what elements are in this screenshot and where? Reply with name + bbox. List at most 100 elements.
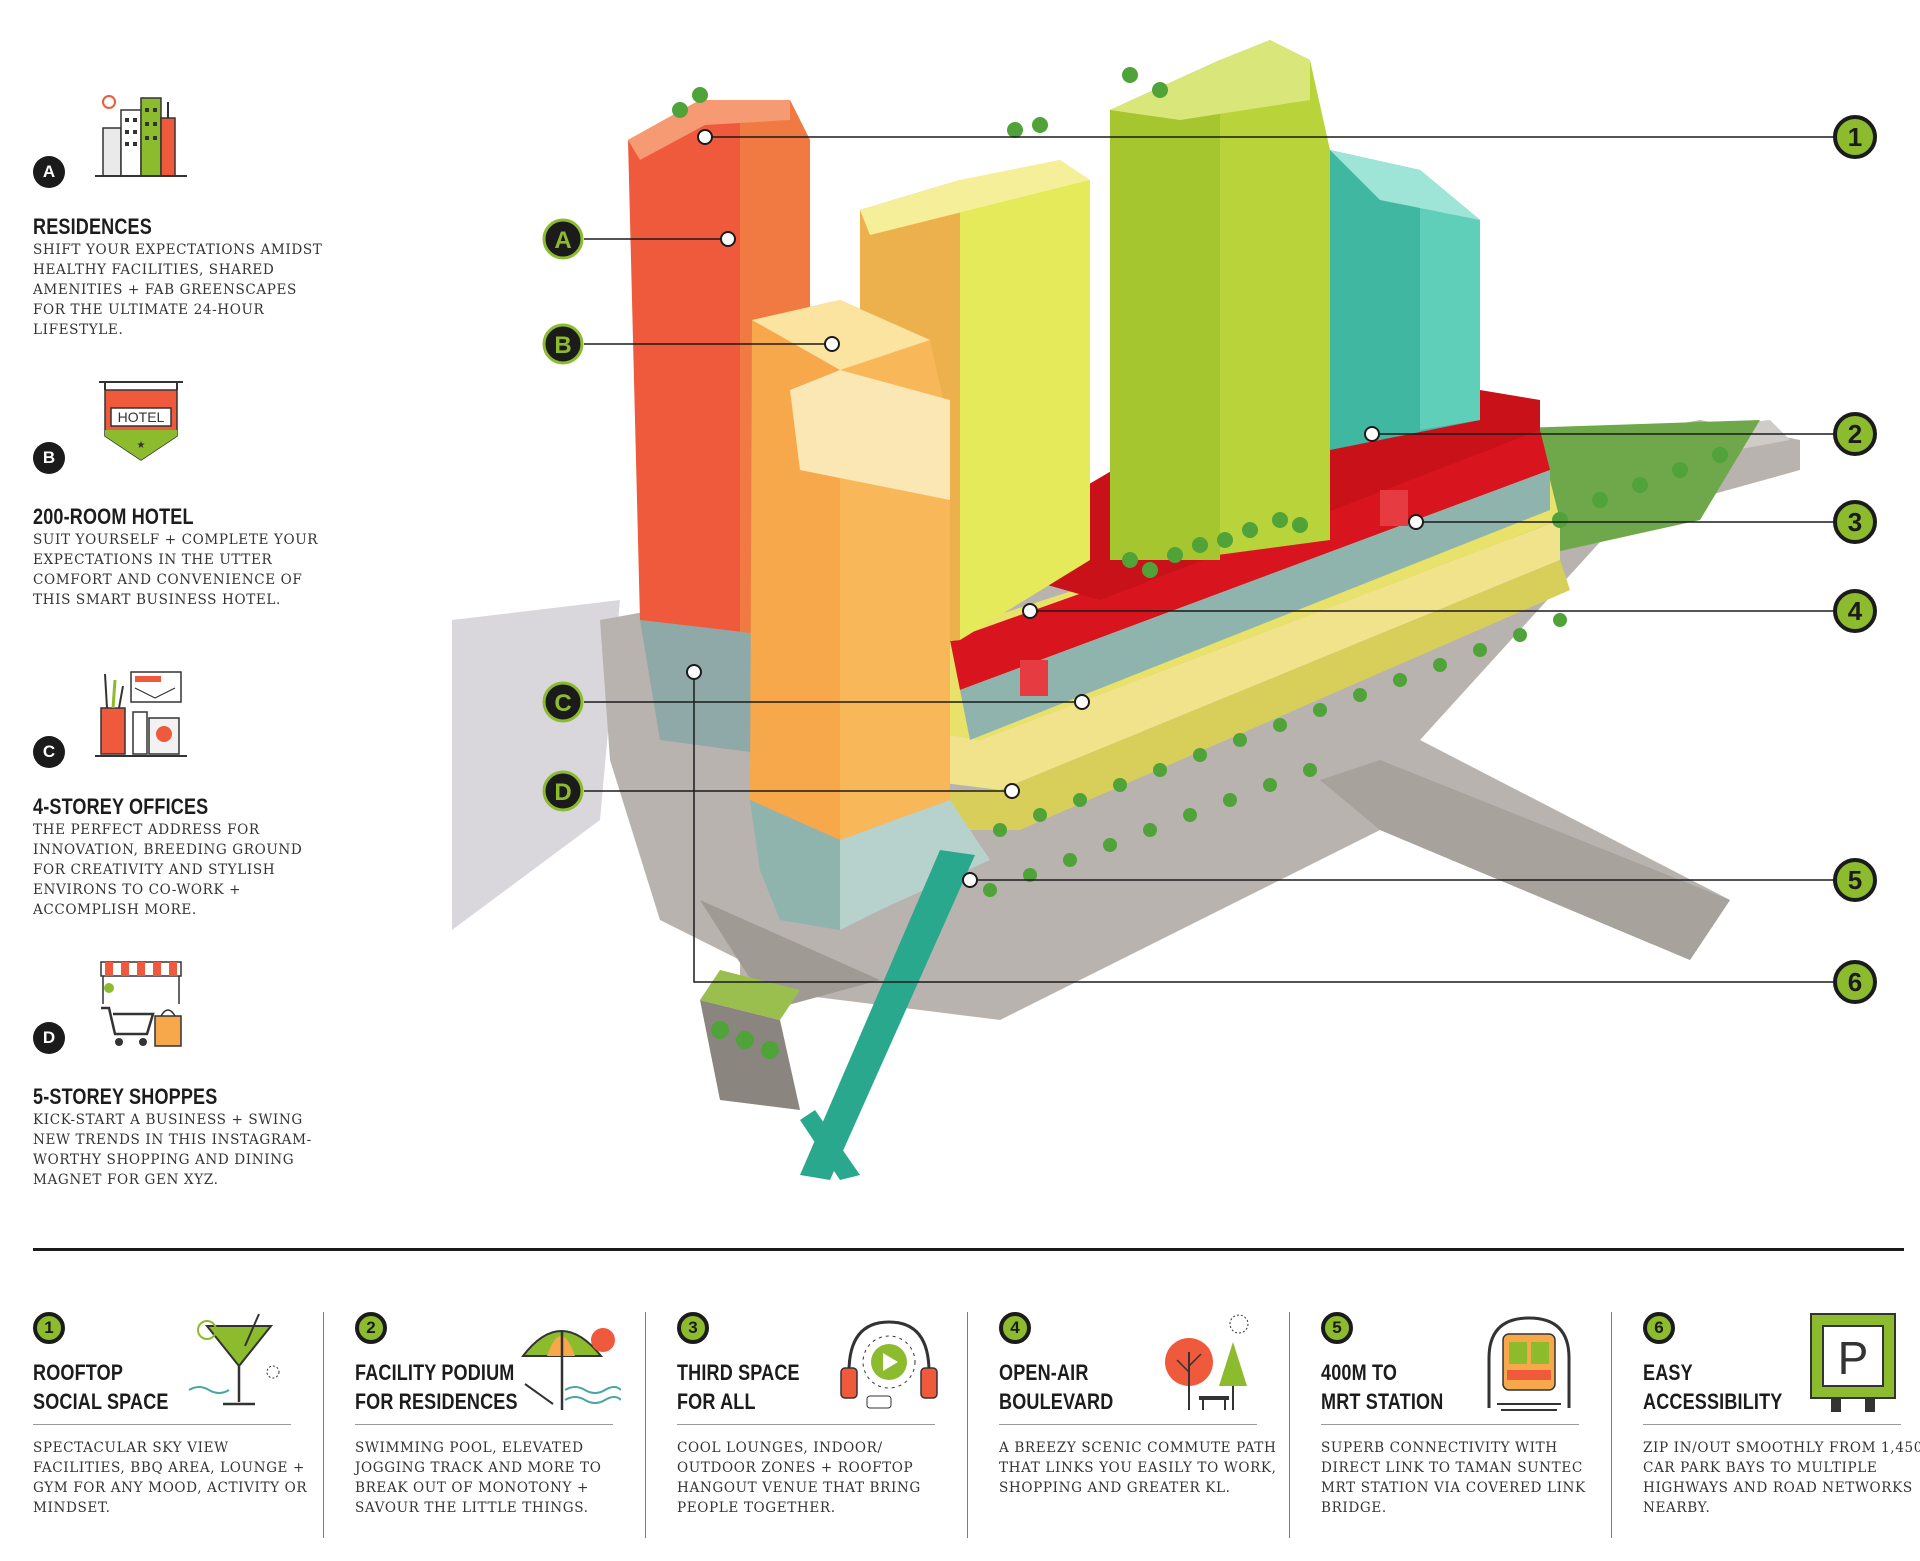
- legend-desc-residences: Shift your expectations amidst healthy f…: [33, 242, 323, 338]
- svg-text:C: C: [554, 690, 571, 717]
- train-icon: [1487, 1316, 1571, 1411]
- hotel-sign-text: HOTEL: [118, 409, 165, 425]
- feature-desc-third-space: Cool lounges, indoor/ outdoor zones + ro…: [677, 1440, 921, 1516]
- legend-desc-hotel: Suit yourself + complete your expectatio…: [33, 532, 319, 608]
- callout-d: D: [542, 770, 584, 812]
- feature-title-facility-podium: Facility Podium for Residences: [355, 1358, 518, 1416]
- feature-desc-mrt-station: Superb connectivity with direct link to …: [1321, 1440, 1586, 1516]
- callout-3: 3: [1833, 500, 1877, 544]
- callout-c: C: [542, 681, 584, 723]
- feature-rooftop: 1 Rooftop Social Space Spectacular sky v…: [33, 1312, 311, 1538]
- feature-accessibility: 6 Easy Accessibility P Zip in/out smooth…: [1643, 1312, 1920, 1538]
- feature-title-line1: Open-Air: [999, 1360, 1089, 1385]
- feature-rule: [1643, 1424, 1901, 1425]
- tower-hotel: [750, 300, 990, 930]
- feature-title-accessibility: Easy Accessibility: [1643, 1358, 1782, 1416]
- feature-title-line1: Third Space: [677, 1360, 800, 1385]
- site-axonometric-diagram: A B C D 1 2 3 4 5 6: [452, 40, 1877, 1180]
- feature-title-line2: Accessibility: [1643, 1389, 1783, 1414]
- callout-anchors: [686, 129, 1424, 888]
- feature-title-line2: Social Space: [33, 1389, 169, 1414]
- feature-mrt-station: 5 400M to MRT Station Superb connectivit…: [1321, 1312, 1599, 1538]
- svg-text:6: 6: [1848, 967, 1862, 997]
- section-divider: [33, 1248, 1904, 1251]
- feature-badge-5: 5: [1321, 1312, 1353, 1344]
- svg-text:2: 2: [1848, 419, 1862, 449]
- feature-badge-1: 1: [33, 1312, 65, 1344]
- cocktail-glass-icon: [188, 1313, 280, 1406]
- feature-title-third-space: Third Space for All: [677, 1358, 800, 1416]
- feature-rule: [355, 1424, 613, 1425]
- feature-rule: [999, 1424, 1257, 1425]
- beach-umbrella-icon: [520, 1328, 621, 1410]
- tower-lime: [1110, 40, 1330, 560]
- office-supplies-icon: [95, 671, 187, 757]
- feature-rule: [1321, 1424, 1579, 1425]
- svg-text:D: D: [554, 779, 571, 806]
- legend-hotel: HOTEL ★ B 200-Room Hotel Suit yourself +…: [33, 378, 333, 628]
- hotel-sign-icon: HOTEL ★: [99, 381, 183, 461]
- feature-title-line1: Rooftop: [33, 1360, 124, 1385]
- svg-text:1: 1: [1848, 122, 1862, 152]
- parking-sign-icon: P: [1810, 1313, 1896, 1412]
- callout-a: A: [542, 218, 584, 260]
- feature-separator: [645, 1312, 646, 1538]
- feature-desc-accessibility: Zip in/out smoothly from 1,450 car park …: [1643, 1440, 1920, 1516]
- trees: [672, 67, 1728, 1059]
- shopping-cart-icon: [100, 961, 182, 1047]
- feature-desc-boulevard: A breezy scenic commute path that links …: [999, 1440, 1277, 1496]
- legend-badge-a: A: [33, 156, 65, 188]
- tower-glass: [1330, 150, 1480, 450]
- feature-title-line1: 400M to: [1321, 1360, 1398, 1385]
- feature-title-mrt-station: 400M to MRT Station: [1321, 1358, 1443, 1416]
- feature-badge-6: 6: [1643, 1312, 1675, 1344]
- feature-rule: [33, 1424, 291, 1425]
- link-bridge: [800, 850, 975, 1180]
- legend-badge-d: D: [33, 1022, 65, 1054]
- city-buildings-icon: [95, 95, 187, 177]
- legend-desc-shoppes: Kick-start a business + swing new trends…: [33, 1112, 312, 1188]
- feature-badge-2: 2: [355, 1312, 387, 1344]
- svg-text:5: 5: [1848, 865, 1862, 895]
- svg-text:4: 4: [1848, 596, 1863, 626]
- legend-shoppes: D 5-Storey Shoppes Kick-start a business…: [33, 958, 333, 1208]
- svg-text:B: B: [554, 332, 571, 359]
- feature-title-line2: MRT Station: [1321, 1389, 1444, 1414]
- feature-title-boulevard: Open-Air Boulevard: [999, 1358, 1113, 1416]
- callout-4: 4: [1833, 589, 1877, 633]
- feature-desc-facility-podium: Swimming pool, elevated jogging track an…: [355, 1440, 602, 1516]
- legend-title-offices: 4-Storey Offices: [33, 794, 209, 819]
- number-callouts: 1 2 3 4 5 6: [1833, 115, 1877, 1004]
- feature-separator: [323, 1312, 324, 1538]
- park-trees-icon: [1165, 1314, 1249, 1410]
- callout-b: B: [542, 323, 584, 365]
- callout-5: 5: [1833, 858, 1877, 902]
- feature-badge-4: 4: [999, 1312, 1031, 1344]
- letter-callouts: A B C D: [542, 218, 584, 812]
- callout-2: 2: [1833, 412, 1877, 456]
- legend-residences: A Residences Shift your expectations ami…: [33, 88, 333, 348]
- leader-6: [693, 672, 1855, 983]
- legend-badge-c: C: [33, 736, 65, 768]
- callout-leaders: [584, 136, 1855, 983]
- svg-text:3: 3: [1848, 507, 1862, 537]
- feature-facility-podium: 2 Facility Podium for Residences Swimmin…: [355, 1312, 633, 1538]
- feature-title-line1: Easy: [1643, 1360, 1693, 1385]
- callout-6: 6: [1833, 960, 1877, 1004]
- feature-separator: [1289, 1312, 1290, 1538]
- callout-1: 1: [1833, 115, 1877, 159]
- feature-boulevard: 4 Open-Air Boulevard A breezy scenic com…: [999, 1312, 1277, 1538]
- feature-title-line2: Boulevard: [999, 1389, 1114, 1414]
- headphones-play-icon: [840, 1320, 938, 1409]
- feature-separator: [967, 1312, 968, 1538]
- legend-offices: C 4-Storey Offices The perfect address f…: [33, 668, 333, 928]
- legend-badge-b: B: [33, 442, 65, 474]
- parking-sign-text: P: [1838, 1332, 1869, 1384]
- feature-separator: [1611, 1312, 1612, 1538]
- svg-text:★: ★: [137, 440, 146, 451]
- feature-desc-rooftop: Spectacular sky view facilities, BBQ are…: [33, 1440, 308, 1516]
- feature-title-rooftop: Rooftop Social Space: [33, 1358, 169, 1416]
- feature-rule: [677, 1424, 935, 1425]
- legend-title-shoppes: 5-Storey Shoppes: [33, 1084, 218, 1109]
- feature-title-line1: Facility Podium: [355, 1360, 515, 1385]
